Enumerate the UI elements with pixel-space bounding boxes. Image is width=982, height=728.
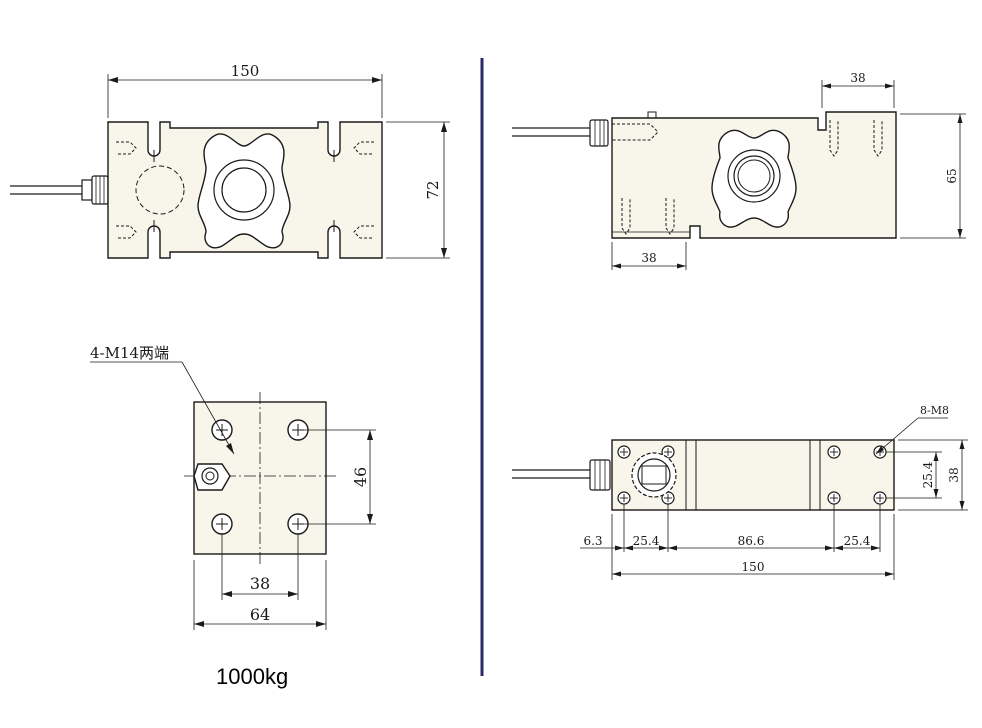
dim-vertical-38: 38: [947, 467, 961, 482]
dim-width-64: 64: [250, 605, 270, 624]
capacity-caption: 1000kg: [216, 664, 289, 689]
dim-vertical-25-4: 25.4: [921, 461, 935, 488]
callout-4-m14: 4-M14两端: [90, 344, 169, 362]
callout-8-m8: 8-M8: [920, 404, 949, 417]
dim-width-38: 38: [250, 574, 270, 593]
dim-top-38: 38: [850, 71, 865, 85]
dim-bottom-38: 38: [641, 251, 656, 265]
dim-segment-25-4-right: 25.4: [844, 534, 871, 548]
dim-height-72: 72: [424, 180, 442, 199]
bottom-right-view: 8-M8 25.4 38 6.3 25.4 86.6 25.4: [512, 404, 968, 580]
dim-total-150: 150: [742, 560, 765, 574]
dim-segment-25-4-left: 25.4: [633, 534, 660, 548]
top-left-view: 150 72: [10, 62, 450, 259]
dim-height-65: 65: [945, 168, 959, 183]
dim-height-46: 46: [351, 467, 370, 487]
dim-segment-6-3: 6.3: [583, 534, 602, 548]
bottom-left-view: 4-M14两端 46 38 64: [90, 344, 376, 630]
top-right-view: 38 65 38: [512, 71, 966, 270]
dim-segment-86-6: 86.6: [738, 534, 765, 548]
dim-width-150: 150: [231, 62, 260, 80]
